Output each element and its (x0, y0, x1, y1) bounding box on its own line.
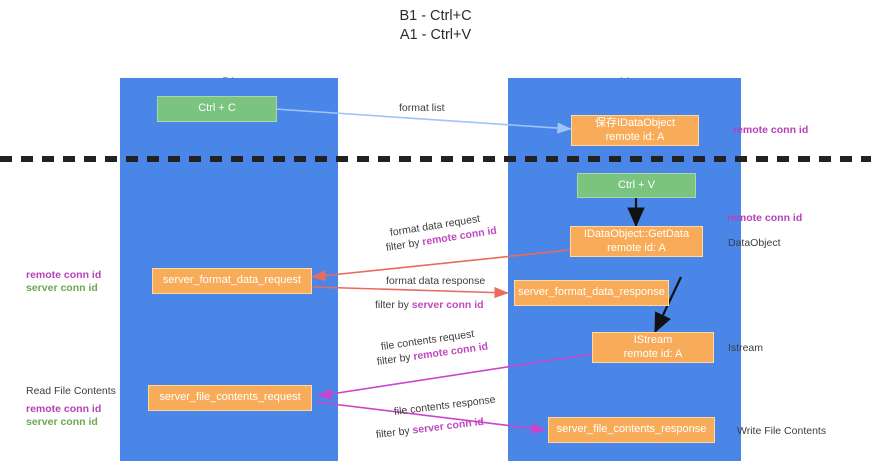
node-server-format-data-response[interactable]: server_format_data_response (514, 280, 669, 306)
side-label-write-file-contents-text: Write File Contents (737, 425, 827, 437)
side-label-left-remote-conn-id-1-text: remote conn id (26, 269, 102, 281)
node-server-file-contents-response[interactable]: server_file_contents_response (548, 417, 715, 443)
side-label-left-server-conn-id-2-text: server conn id (26, 416, 98, 428)
side-label-left-server-conn-id-1: server conn id (26, 281, 98, 295)
side-label-dataobject-text: DataObject (728, 237, 781, 249)
node-istream-line1: IStream (633, 334, 673, 346)
node-save-idataobject-line2: remote id: A (605, 130, 665, 143)
edge-label-format-data-response-filter: filter by server conn id (375, 298, 484, 312)
side-label-remote-conn-id-top-text: remote conn id (733, 124, 809, 136)
side-label-write-file-contents: Write File Contents (737, 424, 826, 438)
edge-label-format-data-response-filter-prefix: filter by (375, 299, 412, 311)
side-label-remote-conn-id-mid: remote conn id (727, 211, 802, 225)
node-server-format-data-response-line1: server_format_data_response (518, 286, 665, 299)
edge-label-format-data-response: format data response (386, 274, 485, 288)
node-ctrl-c[interactable]: Ctrl + C (157, 96, 277, 122)
node-server-file-contents-response-line1: server_file_contents_response (556, 423, 707, 436)
node-server-format-data-request-line1: server_format_data_request (162, 274, 302, 287)
edge-label-file-contents-response-filter: filter by server conn id (375, 415, 484, 442)
node-idataobject-getdata[interactable]: IDataObject::GetData remote id: A (570, 226, 703, 257)
side-label-read-file-contents-text: Read File Contents (26, 385, 116, 397)
node-idataobject-getdata-line2: remote id: A (607, 241, 666, 254)
node-ctrl-v-line1: Ctrl + V (618, 178, 655, 191)
edge-label-file-contents-response-filter-key: server conn id (411, 415, 485, 437)
side-label-read-file-contents: Read File Contents (26, 384, 116, 398)
page-title: B1 - Ctrl+C A1 - Ctrl+V (399, 8, 472, 43)
side-label-left-remote-conn-id-1: remote conn id (26, 268, 101, 282)
node-istream[interactable]: IStream remote id: A (592, 332, 714, 363)
edge-label-format-data-response-text: format data response (386, 275, 486, 287)
side-label-istream: Istream (728, 341, 763, 355)
side-label-dataobject: DataObject (728, 236, 781, 250)
node-idataobject-getdata-line1: IDataObject::GetData (583, 228, 690, 240)
side-label-istream-text: Istream (728, 342, 764, 354)
side-label-remote-conn-id-top: remote conn id (733, 123, 808, 137)
side-label-remote-conn-id-mid-text: remote conn id (727, 212, 803, 224)
node-server-format-data-request[interactable]: server_format_data_request (152, 268, 312, 294)
edge-label-format-list-text: format list (399, 102, 445, 114)
node-server-file-contents-request-line1: server_file_contents_request (159, 391, 301, 404)
node-save-idataobject-line1: 保存IDataObject (594, 117, 676, 129)
node-ctrl-c-line1: Ctrl + C (198, 102, 236, 115)
edge-label-format-list: format list (399, 101, 445, 115)
side-label-left-server-conn-id-2: server conn id (26, 415, 98, 429)
node-ctrl-v[interactable]: Ctrl + V (577, 173, 696, 198)
side-label-left-server-conn-id-1-text: server conn id (26, 282, 98, 294)
edge-label-file-contents-response-filter-prefix: filter by (375, 424, 414, 441)
node-istream-line2: remote id: A (623, 347, 683, 360)
edge-label-file-contents-request-filter-prefix: filter by (376, 350, 415, 368)
node-server-file-contents-request[interactable]: server_file_contents_request (148, 385, 312, 411)
node-save-idataobject[interactable]: 保存IDataObject remote id: A (571, 115, 699, 146)
side-label-left-remote-conn-id-2-text: remote conn id (26, 403, 102, 415)
edge-label-format-data-response-filter-key: server conn id (411, 299, 484, 311)
side-label-left-remote-conn-id-2: remote conn id (26, 402, 101, 416)
